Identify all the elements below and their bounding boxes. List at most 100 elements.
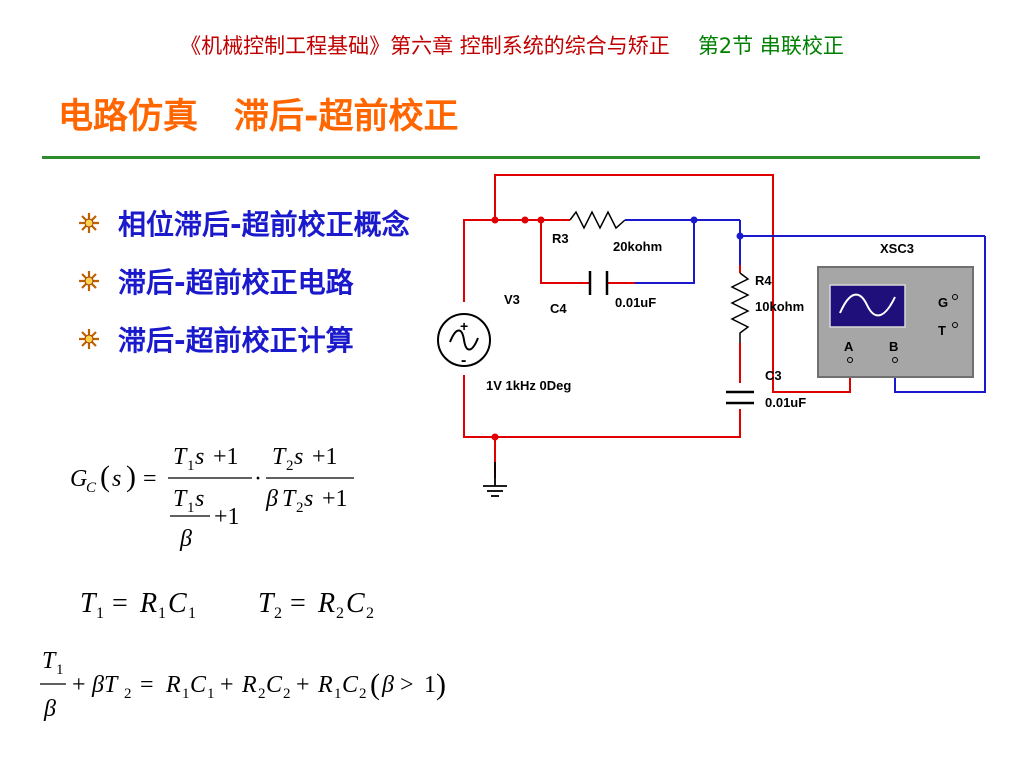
gc-subscript: C: [86, 480, 97, 496]
title-part1: 电路仿真: [58, 97, 199, 137]
resistor-r3: [569, 210, 626, 230]
v3-minus: -: [461, 352, 466, 369]
c4-value: 0.01uF: [615, 295, 656, 310]
r4-name: R4: [755, 273, 772, 288]
c4-name: C4: [550, 301, 567, 316]
oscilloscope-xsc3[interactable]: G T A B: [817, 266, 974, 378]
svg-text:1: 1: [96, 605, 104, 622]
svg-text:R: R: [317, 588, 335, 619]
transfer-function-formula: G C ( s ) = T 1 s +1 T 1 s β +1 · T 2 s …: [70, 444, 354, 552]
v3-plus: +: [460, 318, 468, 334]
star-bullet-icon: [79, 329, 99, 349]
junction-nodes: [491, 216, 744, 441]
svg-text:2: 2: [336, 605, 344, 622]
s-symbol: s: [304, 486, 313, 512]
t2-subscript: 2: [296, 500, 304, 516]
s-symbol: s: [294, 444, 303, 470]
t1-symbol: T: [173, 486, 188, 512]
r3-name: R3: [552, 231, 569, 246]
s-symbol: s: [112, 466, 121, 492]
r4-value: 10kohm: [755, 299, 804, 314]
v3-value: 1V 1kHz 0Deg: [486, 378, 571, 393]
svg-text:(: (: [100, 460, 110, 493]
star-bullet-icon: [79, 271, 99, 291]
svg-text:=: =: [143, 466, 157, 492]
scope-t-label: T: [938, 323, 946, 338]
svg-text:T: T: [258, 588, 276, 619]
svg-text:+1: +1: [322, 486, 348, 512]
svg-text:+: +: [220, 672, 234, 698]
scope-a-label: A: [844, 339, 854, 354]
bullet-item-concept[interactable]: 相位滞后-超前校正概念: [78, 194, 410, 252]
title-part2: 滞后-超前校正: [234, 97, 459, 137]
t1-subscript: 1: [187, 458, 195, 474]
svg-text:2: 2: [124, 686, 132, 702]
svg-text:=: =: [140, 672, 154, 698]
svg-text:2: 2: [283, 686, 291, 702]
bullet-label: 相位滞后-超前校正概念: [118, 208, 410, 241]
scope-g-label: G: [938, 295, 948, 310]
beta-symbol: β: [265, 486, 278, 512]
svg-text:=: =: [290, 588, 306, 619]
svg-text:C: C: [342, 672, 359, 698]
svg-text:2: 2: [366, 605, 374, 622]
t2-symbol: T: [272, 444, 287, 470]
svg-text:2: 2: [359, 686, 367, 702]
svg-text:C: C: [168, 588, 187, 619]
svg-text:): ): [126, 460, 136, 493]
svg-text:T: T: [80, 588, 98, 619]
formula-block: G C ( s ) = T 1 s +1 T 1 s β +1 · T 2 s …: [40, 444, 446, 722]
beta-symbol: β: [179, 526, 192, 552]
star-bullet-icon: [79, 213, 99, 233]
t2-symbol: T: [282, 486, 297, 512]
scope-name: XSC3: [880, 241, 914, 256]
svg-text:1: 1: [188, 605, 196, 622]
svg-text:β: β: [43, 696, 56, 722]
v3-name: V3: [504, 292, 520, 307]
svg-text:+1: +1: [312, 444, 338, 470]
bullet-item-circuit[interactable]: 滞后-超前校正电路: [78, 252, 410, 310]
svg-text:1: 1: [207, 686, 215, 702]
blue-wires: [625, 219, 986, 393]
svg-text:2: 2: [274, 605, 282, 622]
resistor-r4: [730, 272, 750, 343]
s-symbol: s: [195, 444, 204, 470]
svg-text:βT: βT: [91, 672, 119, 698]
section-title: 第2节 串联校正: [697, 34, 844, 58]
svg-text:·: ·: [254, 466, 262, 492]
bullet-label: 滞后-超前校正电路: [118, 266, 354, 299]
svg-text:1: 1: [334, 686, 342, 702]
svg-text:R: R: [165, 672, 181, 698]
circuit-schematic: + - G T A B R3 20kohm R4 10kohm C4: [437, 174, 986, 497]
svg-text:=: =: [112, 588, 128, 619]
bullet-item-calculation[interactable]: 滞后-超前校正计算: [78, 310, 410, 368]
svg-text:T: T: [42, 648, 57, 674]
svg-text:R: R: [241, 672, 257, 698]
capacitor-c3: [726, 390, 754, 405]
svg-text:+: +: [296, 672, 310, 698]
svg-text:+: +: [72, 672, 86, 698]
svg-text:+1: +1: [214, 504, 240, 530]
ac-source-v3: + -: [437, 313, 491, 369]
svg-text:β: β: [381, 672, 394, 698]
svg-text:(: (: [370, 668, 380, 701]
s-symbol: s: [195, 486, 204, 512]
svg-text:1: 1: [424, 672, 436, 698]
ground-icon: [483, 462, 507, 497]
svg-text:1: 1: [182, 686, 190, 702]
bullet-label: 滞后-超前校正计算: [118, 324, 354, 357]
page-title: 电路仿真滞后-超前校正: [58, 88, 459, 139]
svg-text:C: C: [266, 672, 283, 698]
svg-text:>: >: [400, 672, 414, 698]
svg-text:): ): [436, 668, 446, 701]
svg-text:1: 1: [158, 605, 166, 622]
course-title: 《机械控制工程基础》第六章 控制系统的综合与矫正: [180, 34, 670, 58]
svg-text:2: 2: [258, 686, 266, 702]
header: 《机械控制工程基础》第六章 控制系统的综合与矫正 第2节 串联校正: [0, 30, 1024, 60]
t1-subscript: 1: [187, 500, 195, 516]
t1-symbol: T: [173, 444, 188, 470]
svg-text:+1: +1: [213, 444, 239, 470]
svg-text:C: C: [190, 672, 207, 698]
r3-value: 20kohm: [613, 239, 662, 254]
